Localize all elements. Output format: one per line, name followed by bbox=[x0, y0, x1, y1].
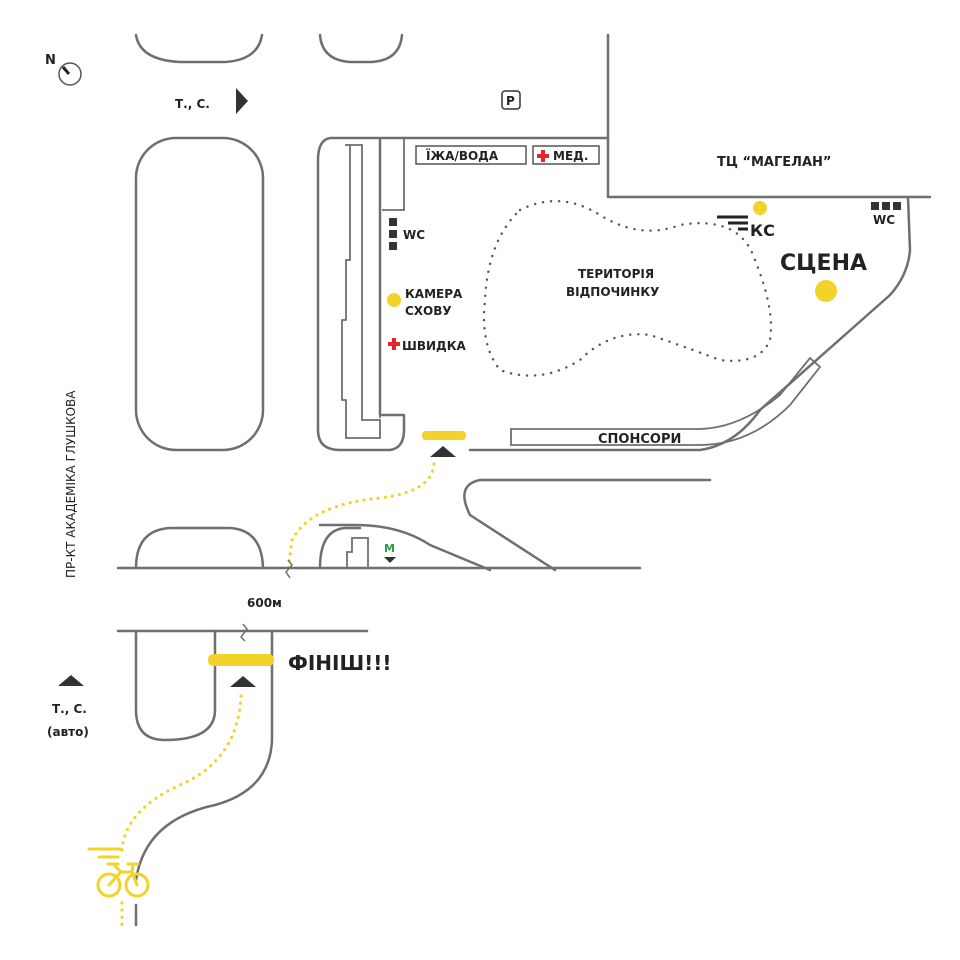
svg-text:ШВИДКА: ШВИДКА bbox=[402, 339, 467, 353]
route-path-top bbox=[286, 462, 436, 572]
block-top-mid bbox=[318, 33, 404, 64]
entrance-arrow-icon[interactable] bbox=[430, 446, 456, 457]
mall-border bbox=[606, 136, 932, 199]
wc-right[interactable]: WC bbox=[871, 202, 901, 227]
svg-text:КАМЕРА: КАМЕРА bbox=[405, 287, 463, 301]
taxi-top-label: Т., С. bbox=[175, 97, 210, 111]
mall-label: ТЦ “МАГЕЛАН” bbox=[717, 155, 831, 170]
luggage-dot-icon bbox=[387, 293, 401, 307]
distance-label: 600м bbox=[247, 596, 282, 610]
parking-icon[interactable]: P bbox=[501, 90, 521, 110]
taxi-arrow-icon bbox=[236, 88, 248, 114]
wc-left[interactable]: WC bbox=[389, 218, 425, 250]
rest-area-label-1: ТЕРИТОРІЯ bbox=[578, 267, 654, 281]
street-label: ПР-КТ АКАДЕМІКА ГЛУШКОВА bbox=[64, 390, 78, 578]
stage-point[interactable]: СЦЕНА bbox=[780, 251, 867, 302]
svg-text:WC: WC bbox=[403, 228, 425, 242]
venue-top-border bbox=[380, 33, 610, 140]
metro-icon: М bbox=[384, 542, 395, 555]
compass-icon bbox=[58, 62, 82, 86]
block-top-left bbox=[134, 33, 264, 64]
road-ramp bbox=[463, 478, 712, 572]
finish-bar-icon bbox=[208, 654, 274, 666]
taxi-bottom-arrow-icon bbox=[58, 675, 84, 686]
compass-north-label: N bbox=[45, 53, 56, 68]
sponsors-label[interactable]: СПОНСОРИ bbox=[598, 432, 681, 447]
route-path-bottom bbox=[120, 694, 243, 852]
road-break-bottom bbox=[240, 623, 248, 642]
ambulance-cross-icon bbox=[388, 338, 400, 350]
stage-dot-icon bbox=[815, 280, 837, 302]
taxi-bottom-label-1: Т., С. bbox=[52, 702, 87, 716]
bicycle-icon bbox=[87, 847, 150, 898]
wc-icon bbox=[389, 242, 397, 250]
wc-icon bbox=[893, 202, 901, 210]
wc-icon bbox=[871, 202, 879, 210]
finish-arrow-icon bbox=[230, 676, 256, 687]
ks-icon bbox=[717, 215, 748, 231]
block-lower-mid bbox=[318, 526, 362, 570]
finish-label: ФІНІШ!!! bbox=[288, 651, 392, 675]
svg-text:СХОВУ: СХОВУ bbox=[405, 304, 452, 318]
taxi-bottom-label-2: (авто) bbox=[47, 725, 89, 739]
rest-area-zone bbox=[482, 200, 773, 377]
sponsors-strip bbox=[510, 356, 822, 446]
svg-text:СЦЕНА: СЦЕНА bbox=[780, 251, 867, 276]
svg-text:МЕД.: МЕД. bbox=[553, 149, 588, 163]
svg-text:ЇЖА/ВОДА: ЇЖА/ВОДА bbox=[426, 148, 499, 163]
road-break-top bbox=[285, 559, 293, 579]
road-approach bbox=[134, 629, 274, 882]
svg-text:КС: КС bbox=[750, 221, 775, 240]
wc-icon bbox=[882, 202, 890, 210]
venue-right-border bbox=[468, 195, 912, 452]
building-annex bbox=[382, 137, 405, 211]
road-curve bbox=[318, 523, 492, 572]
medical-point[interactable]: МЕД. bbox=[532, 145, 600, 165]
svg-text:WC: WC bbox=[873, 213, 895, 227]
wc-icon bbox=[389, 230, 397, 238]
block-left-long bbox=[134, 136, 265, 452]
u-turn-road bbox=[134, 629, 217, 742]
metro-building bbox=[346, 537, 369, 568]
svg-text:P: P bbox=[506, 94, 515, 108]
building-inner bbox=[341, 144, 381, 439]
luggage-storage[interactable]: КАМЕРА СХОВУ bbox=[387, 287, 463, 318]
metro-station[interactable]: М bbox=[384, 542, 396, 563]
block-lower-left bbox=[134, 526, 265, 570]
entrance-bar-icon bbox=[422, 431, 466, 440]
ks-dot-icon bbox=[753, 201, 767, 215]
medical-cross-icon bbox=[537, 150, 549, 162]
food-water-point[interactable]: ЇЖА/ВОДА bbox=[415, 145, 527, 165]
metro-arrow-icon bbox=[384, 557, 396, 563]
ambulance-point[interactable]: ШВИДКА bbox=[388, 338, 467, 353]
rest-area-label-2: ВІДПОЧИНКУ bbox=[566, 285, 659, 299]
block-building bbox=[316, 136, 406, 452]
wc-icon bbox=[389, 218, 397, 226]
ks-point[interactable]: КС bbox=[717, 201, 775, 240]
